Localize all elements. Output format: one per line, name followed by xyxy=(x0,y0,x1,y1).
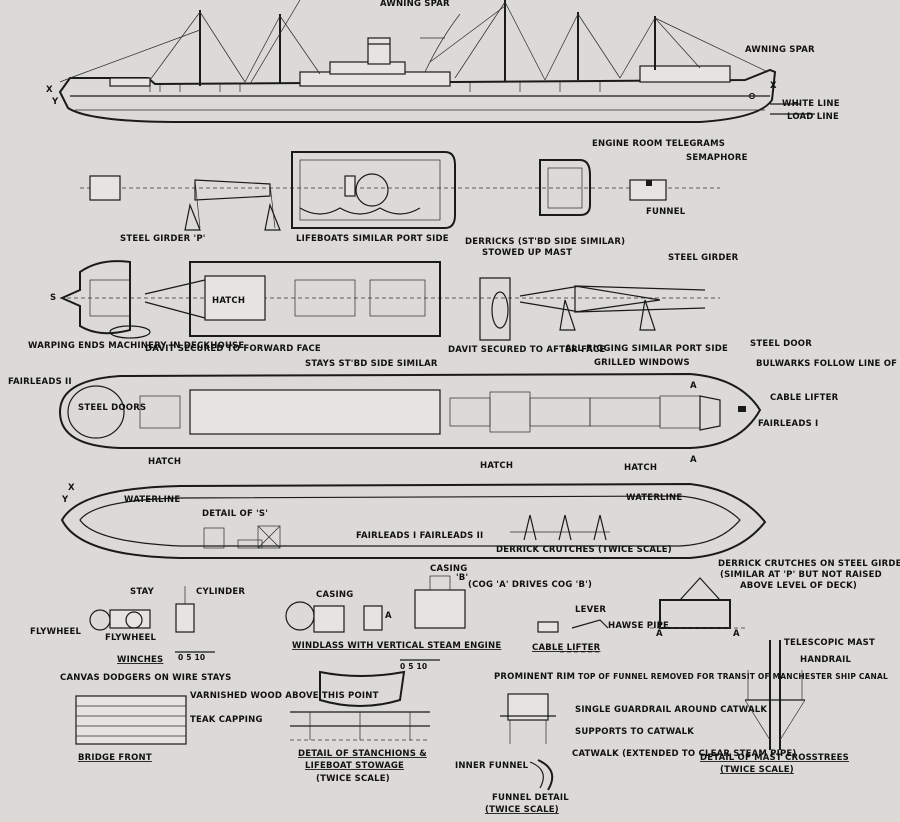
label-scale-1: 0 5 10 xyxy=(178,653,205,662)
label-lifeboats-similar: LIFEBOATS SIMILAR PORT SIDE xyxy=(296,234,449,244)
label-flywheel-1: FLYWHEEL xyxy=(30,627,82,637)
label-a-lower: A xyxy=(690,455,697,465)
label-derrick-crutches-girder: DERRICK CRUTCHES ON STEEL GIRDER xyxy=(718,559,900,569)
label-twice-scale-2: (TWICE SCALE) xyxy=(485,805,559,815)
label-funnel: FUNNEL xyxy=(646,207,686,217)
detail-drawings xyxy=(75,575,806,791)
label-cable-lifter: CABLE LIFTER xyxy=(770,393,839,403)
waterline-plan xyxy=(60,482,767,559)
label-hatch-2: HATCH xyxy=(480,461,513,471)
label-derricks-stbd: DERRICKS (ST'BD SIDE SIMILAR) xyxy=(465,237,625,247)
label-twice-scale-1: (TWICE SCALE) xyxy=(316,774,390,784)
label-lever: LEVER xyxy=(575,605,606,615)
label-varnished-wood: VARNISHED WOOD ABOVE THIS POINT xyxy=(190,691,379,701)
label-warping-ends: WARPING ENDS MACHINERY IN DECKHOUSE xyxy=(28,341,244,351)
label-cog-b: 'B' xyxy=(456,573,468,583)
label-a-section-left: A xyxy=(656,629,663,639)
label-steel-door: STEEL DOOR xyxy=(750,339,812,349)
label-inner-funnel: INNER FUNNEL xyxy=(455,761,529,771)
label-x-left: X xyxy=(46,85,53,95)
label-a-section-right: A xyxy=(733,629,740,639)
label-casing-2: CASING xyxy=(430,564,467,574)
label-hatch-3: HATCH xyxy=(624,463,657,473)
label-steel-girder-p: STEEL GIRDER 'P' xyxy=(120,234,206,244)
label-twice-scale-3: (TWICE SCALE) xyxy=(720,765,794,775)
main-deck-plan xyxy=(59,260,720,341)
label-handrail: HANDRAIL xyxy=(800,655,852,665)
label-a-upper: A xyxy=(690,381,697,391)
label-similar-at-p: (SIMILAR AT 'P' BUT NOT RAISED xyxy=(720,570,882,580)
label-casing-1: CASING xyxy=(316,590,353,600)
label-davit-forward: DAVIT SECURED TO FORWARD FACE xyxy=(145,344,321,354)
title-detail-mast: DETAIL OF MAST CROSSTREES xyxy=(700,753,849,763)
label-scale-2: 0 5 10 xyxy=(400,662,427,671)
label-hatch-1: HATCH xyxy=(148,457,181,467)
title-cable-lifter: CABLE LIFTER xyxy=(532,643,601,653)
label-y-left: Y xyxy=(51,97,59,107)
label-stay: STAY xyxy=(130,587,155,597)
label-waterline-left: WATERLINE xyxy=(124,495,180,505)
label-hatch-upper: HATCH xyxy=(212,296,245,306)
label-cylinder: CYLINDER xyxy=(196,587,245,597)
label-stays-stbd: STAYS ST'BD SIDE SIMILAR xyxy=(305,359,438,369)
label-steel-doors: STEEL DOORS xyxy=(78,403,146,413)
label-stowed-up-mast: STOWED UP MAST xyxy=(482,248,572,258)
title-detail-stanchions: DETAIL OF STANCHIONS & xyxy=(298,749,427,759)
label-awning-spar-top: AWNING SPAR xyxy=(380,0,450,9)
title-windlass: WINDLASS WITH VERTICAL STEAM ENGINE xyxy=(292,641,501,651)
label-waterline-right: WATERLINE xyxy=(626,493,682,503)
ship-profile xyxy=(58,0,815,123)
label-derrick-crutches: DERRICK CRUTCHES (TWICE SCALE) xyxy=(496,545,672,555)
label-x-waterline: X xyxy=(68,483,75,493)
label-semaphore: SEMAPHORE xyxy=(686,153,748,163)
label-davit-after: DAVIT SECURED TO AFTER FACE xyxy=(448,345,605,355)
label-flywheel-2: FLYWHEEL xyxy=(105,633,157,643)
label-s: S xyxy=(50,293,56,303)
label-steel-girder: STEEL GIRDER xyxy=(668,253,739,263)
title-winches: WINCHES xyxy=(117,655,163,665)
label-awning-spar-right: AWNING SPAR xyxy=(745,45,815,55)
label-bulwarks-follow: BULWARKS FOLLOW LINE OF FLARE xyxy=(756,359,900,369)
label-grilled-windows: GRILLED WINDOWS xyxy=(594,358,690,368)
label-hawse-pipe: HAWSE PIPE xyxy=(608,621,669,631)
title-bridge-front: BRIDGE FRONT xyxy=(78,753,152,763)
label-load-line: LOAD LINE xyxy=(787,112,839,122)
upper-deck-plans xyxy=(80,151,720,231)
lower-deck-plan xyxy=(58,372,762,449)
label-white-line: WHITE LINE xyxy=(782,99,840,109)
label-prominent-rim: PROMINENT RIM xyxy=(494,672,575,682)
label-top-of-funnel: TOP OF FUNNEL REMOVED FOR TRANSIT OF MAN… xyxy=(578,672,888,681)
label-fairleads-i: FAIRLEADS I xyxy=(758,419,818,429)
label-cog-a-drives: (COG 'A' DRIVES COG 'B') xyxy=(468,580,592,590)
label-telescopic-mast: TELESCOPIC MAST xyxy=(784,638,875,648)
label-fairleads-pair: FAIRLEADS I FAIRLEADS II xyxy=(356,531,483,541)
label-a-cog: A xyxy=(385,611,392,621)
label-single-guardrail: SINGLE GUARDRAIL AROUND CATWALK xyxy=(575,705,767,715)
label-detail-of-s: DETAIL OF 'S' xyxy=(202,509,268,519)
label-y-waterline: Y xyxy=(61,495,69,505)
title-lifeboat-stowage: LIFEBOAT STOWAGE xyxy=(305,761,404,771)
label-fairleads-ii: FAIRLEADS II xyxy=(8,377,72,387)
label-teak-capping: TEAK CAPPING xyxy=(190,715,263,725)
label-x-right: X xyxy=(770,81,777,91)
label-all-rigging: ALL RIGGING SIMILAR PORT SIDE xyxy=(565,344,728,354)
label-engine-room-telegrams: ENGINE ROOM TELEGRAMS xyxy=(592,139,725,149)
label-catwalk-extended: CATWALK (EXTENDED TO CLEAR STEAM PIPE) xyxy=(572,749,797,759)
label-canvas-dodgers: CANVAS DODGERS ON WIRE STAYS xyxy=(60,673,231,683)
label-above-level: ABOVE LEVEL OF DECK) xyxy=(740,581,857,591)
label-supports-catwalk: SUPPORTS TO CATWALK xyxy=(575,727,694,737)
title-funnel-detail: FUNNEL DETAIL xyxy=(492,793,569,803)
